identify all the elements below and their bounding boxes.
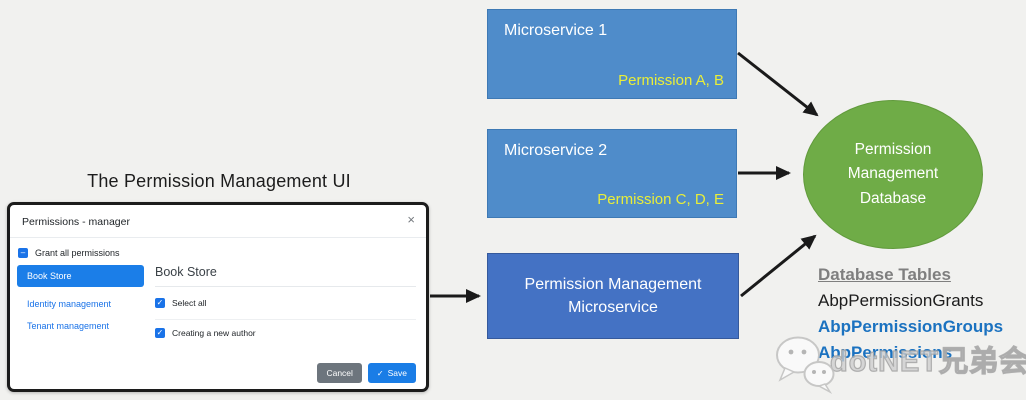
creating-author-label: Creating a new author bbox=[172, 328, 256, 338]
pm-box-title-line2: Microservice bbox=[568, 299, 658, 316]
save-button-label: Save bbox=[387, 368, 407, 378]
permission-management-microservice-box: Permission Management Microservice bbox=[487, 253, 739, 339]
dialog-footer: Cancel ✓ Save bbox=[317, 363, 416, 383]
creating-author-checkbox[interactable]: ✓ bbox=[155, 328, 165, 338]
database-tables-heading: Database Tables bbox=[818, 265, 951, 284]
microservice-1-permissions: Permission A, B bbox=[618, 72, 724, 89]
grant-all-row[interactable]: – Grant all permissions bbox=[18, 248, 120, 258]
table-row-abp-permission-grants: AbpPermissionGrants bbox=[818, 291, 984, 310]
database-tables-list: Database Tables AbpPermissionGrants AbpP… bbox=[818, 262, 1003, 366]
microservice-1-box: Microservice 1 Permission A, B bbox=[487, 9, 737, 99]
arrow-pm-microservice-to-database bbox=[740, 234, 817, 298]
database-label-line1: Permission bbox=[854, 141, 932, 159]
dialog-header-divider bbox=[10, 237, 426, 238]
microservice-2-box: Microservice 2 Permission C, D, E bbox=[487, 129, 737, 218]
select-all-label: Select all bbox=[172, 298, 207, 308]
permissions-dialog: Permissions - manager × – Grant all perm… bbox=[7, 202, 429, 392]
option-select-all[interactable]: ✓ Select all bbox=[155, 298, 207, 308]
grant-all-checkbox-indeterminate[interactable]: – bbox=[18, 248, 28, 258]
database-label-line3: Database bbox=[859, 189, 927, 207]
sidebar-item-tenant-management[interactable]: Tenant management bbox=[27, 321, 110, 331]
panel-heading: Book Store bbox=[155, 265, 416, 287]
arrow-microservice1-to-database bbox=[737, 51, 819, 117]
table-row-abp-permission-groups: AbpPermissionGroups bbox=[818, 317, 1004, 336]
database-label-line2: Management bbox=[847, 165, 939, 183]
dialog-sidebar: Book Store Identity management Tenant ma… bbox=[17, 265, 144, 331]
dialog-title: Permissions - manager bbox=[22, 216, 130, 228]
save-button[interactable]: ✓ Save bbox=[367, 363, 416, 383]
grant-all-label: Grant all permissions bbox=[35, 248, 120, 258]
close-icon[interactable]: × bbox=[407, 212, 415, 227]
microservice-1-title: Microservice 1 bbox=[504, 22, 608, 39]
permission-management-database-ellipse: Permission Management Database bbox=[803, 100, 983, 249]
save-check-icon: ✓ bbox=[376, 368, 384, 378]
sidebar-item-identity-management[interactable]: Identity management bbox=[27, 299, 112, 309]
microservice-2-title: Microservice 2 bbox=[504, 142, 608, 159]
microservice-2-permissions: Permission C, D, E bbox=[597, 191, 724, 208]
dialog-panel: Book Store ✓ Select all ✓ Creating a new… bbox=[155, 265, 416, 338]
cancel-button[interactable]: Cancel bbox=[317, 363, 362, 383]
option-creating-author[interactable]: ✓ Creating a new author bbox=[155, 328, 256, 338]
diagram-title: The Permission Management UI bbox=[87, 171, 351, 191]
pm-box-title-line1: Permission Management bbox=[524, 275, 702, 293]
sidebar-item-book-store[interactable]: Book Store bbox=[17, 265, 144, 287]
select-all-checkbox[interactable]: ✓ bbox=[155, 298, 165, 308]
table-row-abp-permissions: AbpPermissions bbox=[818, 343, 953, 362]
panel-divider bbox=[155, 319, 416, 320]
